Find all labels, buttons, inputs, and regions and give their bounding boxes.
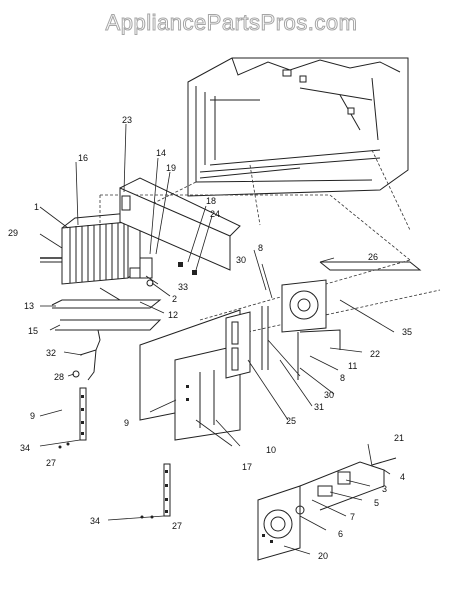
part-label: 30 xyxy=(236,255,246,265)
part-label: 20 xyxy=(318,551,328,561)
part-label: 17 xyxy=(242,462,252,472)
part-label: 19 xyxy=(166,163,176,173)
part-labels: 1 2 3 4 5 6 7 8 8 9 9 10 11 12 13 14 15 … xyxy=(8,115,412,561)
part-label: 13 xyxy=(24,301,34,311)
part-label: 34 xyxy=(20,443,30,453)
part-label: 31 xyxy=(314,402,324,412)
part-label: 27 xyxy=(172,521,182,531)
part-label: 27 xyxy=(46,458,56,468)
part-label: 8 xyxy=(258,243,263,253)
wire-harness xyxy=(79,329,101,381)
part-label: 9 xyxy=(124,418,129,428)
part-label: 25 xyxy=(286,416,296,426)
bracket-upper xyxy=(79,387,87,441)
evaporator-panel xyxy=(139,309,241,441)
evaporator-cover xyxy=(119,177,241,275)
watermark: AppliancePartsPros.com xyxy=(105,10,358,36)
part-label: 4 xyxy=(400,472,405,482)
part-label: 11 xyxy=(348,361,357,371)
part-label: 2 xyxy=(172,294,177,304)
part-label: 8 xyxy=(340,373,345,383)
part-label: 21 xyxy=(394,433,404,443)
part-label: 24 xyxy=(210,209,220,219)
part-label: 28 xyxy=(54,372,64,382)
part-label: 32 xyxy=(46,348,56,358)
part-label: 29 xyxy=(8,228,18,238)
part-label: 7 xyxy=(350,512,355,522)
condenser-fan-assembly xyxy=(257,457,397,561)
air-duct-panel xyxy=(225,306,269,379)
part-label: 14 xyxy=(156,148,166,158)
part-label: 30 xyxy=(324,390,334,400)
part-label: 22 xyxy=(370,349,380,359)
part-label: 26 xyxy=(368,252,378,262)
part-label: 18 xyxy=(206,196,216,206)
bracket-lower xyxy=(163,463,171,517)
part-label: 10 xyxy=(266,445,276,455)
part-label: 5 xyxy=(374,498,379,508)
part-label: 23 xyxy=(122,115,132,125)
part-label: 15 xyxy=(28,326,38,336)
part-label: 33 xyxy=(178,282,188,292)
leader-lines xyxy=(39,123,395,555)
fan-shroud xyxy=(281,261,422,380)
cabinet-liner xyxy=(129,57,411,231)
defrost-heater xyxy=(51,257,162,331)
part-label: 9 xyxy=(30,411,35,421)
part-label: 34 xyxy=(90,516,100,526)
part-label: 3 xyxy=(382,484,387,494)
part-label: 1 xyxy=(34,202,39,212)
part-label: 12 xyxy=(168,310,178,320)
part-label: 35 xyxy=(402,327,412,337)
part-label: 16 xyxy=(78,153,88,163)
part-label: 6 xyxy=(338,529,343,539)
